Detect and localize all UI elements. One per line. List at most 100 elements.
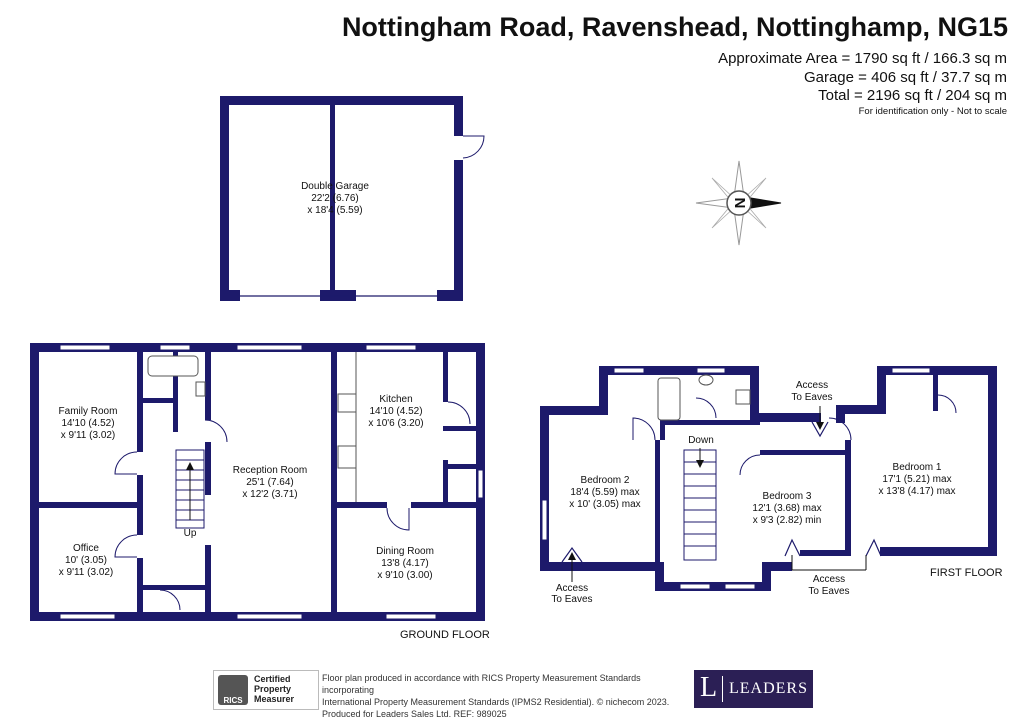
hob-icon: [337, 393, 357, 413]
bath-tub-icon: [147, 355, 199, 377]
eaves-top-line2: To Eaves: [791, 392, 832, 403]
ff-wall-bed1-east: [988, 366, 997, 556]
garage-door-jamb-right: [437, 290, 463, 301]
area-summary: Approximate Area = 1790 sq ft / 166.3 sq…: [718, 50, 1007, 106]
ff-wall-landing-post: [660, 425, 665, 440]
ff-wall-bed1-cupboard: [933, 375, 938, 411]
dining-room-dim2: x 9'10 (3.00): [377, 570, 432, 581]
ff-wall-bed2-step: [599, 366, 608, 415]
family-room-name: Family Room: [59, 406, 118, 417]
gf-wall-left: [30, 343, 39, 621]
footer-line-1: Floor plan produced in accordance with R…: [322, 673, 641, 695]
ff-wall-bath-east: [750, 366, 759, 424]
bedroom-1-dim1: 17'1 (5.21) max: [882, 474, 951, 485]
office-dim1: 10' (3.05): [65, 555, 107, 566]
ff-wall-bed2-west: [540, 406, 549, 571]
scale-disclaimer: For identification only - Not to scale: [858, 106, 1007, 117]
ground-floor-label: GROUND FLOOR: [400, 629, 490, 641]
garage-name: Double Garage: [301, 181, 369, 192]
footer-line-3: Produced for Leaders Sales Ltd. REF: 989…: [322, 709, 507, 719]
garage-pier: [330, 96, 335, 298]
leaders-logo-name: LEADERS: [729, 680, 808, 697]
bedroom-2-dim2: x 10' (3.05) max: [569, 499, 640, 510]
ff-wall-bed3-bottom-b: [800, 550, 845, 556]
reception-room-dim1: 25'1 (7.64): [246, 477, 294, 488]
garage-wall-right-lower: [454, 160, 463, 301]
kitchen-dim2: x 10'6 (3.20): [368, 418, 423, 429]
gf-wall-bath: [143, 398, 173, 403]
garage-plan: Double Garage 22'2 (6.76) x 18'4 (5.59): [220, 96, 485, 301]
bedroom-1-dim2: x 13'8 (4.17) max: [879, 486, 956, 497]
garage-wall-right-upper: [454, 96, 463, 136]
gf-wall-family-east: [137, 352, 143, 452]
gf-wall-reception-east: [331, 352, 337, 612]
gf-wall-reception-west-lower: [205, 545, 211, 612]
ff-wall-bed3-bottom-a: [762, 562, 792, 571]
garage-wall-left: [220, 96, 229, 301]
ff-wall-bed3-step: [762, 562, 771, 591]
rics-certification-text: Certified Property Measurer: [254, 674, 295, 704]
ff-staircase: [683, 448, 717, 561]
ff-wall-top-mid: [599, 366, 759, 375]
gf-wall-family-office: [39, 502, 137, 508]
bedroom-3-dim1: 12'1 (3.68) max: [752, 503, 821, 514]
gf-wall-hall-west: [137, 475, 143, 535]
office-name: Office: [73, 543, 99, 554]
gf-wall-utility: [443, 352, 448, 402]
gf-wall-kitchen-dining-b: [411, 502, 476, 508]
leaders-logo-divider: [722, 676, 723, 702]
garage-side-door-swing: [462, 135, 485, 159]
toilet-icon: [195, 381, 206, 397]
bedroom-2-name: Bedroom 2: [581, 475, 630, 486]
ff-bath-icon: [657, 377, 681, 421]
family-room-dim2: x 9'11 (3.02): [61, 430, 116, 441]
approximate-area: Approximate Area = 1790 sq ft / 166.3 sq…: [718, 50, 1007, 67]
garage-wall-top: [220, 96, 463, 105]
leaders-logo-initial: L: [700, 672, 718, 703]
total-area: Total = 2196 sq ft / 204 sq m: [818, 87, 1007, 104]
kitchen-name: Kitchen: [379, 394, 412, 405]
eaves-left-line1: Access: [556, 583, 588, 594]
sink-icon: [337, 445, 357, 469]
garage-area: Garage = 406 sq ft / 37.7 sq m: [803, 68, 1007, 86]
family-room-dim1: 14'10 (4.52): [61, 418, 114, 429]
ff-basin-icon: [698, 374, 714, 386]
ff-wall-bed3-east: [845, 440, 851, 556]
compass-rose-icon: N: [695, 160, 782, 246]
reception-room-name: Reception Room: [233, 465, 307, 476]
first-floor-plan: Down Bedroom 2 18'4 (5.59) max x 10' (3.…: [540, 366, 1003, 605]
gf-wall-kitchen-dining-a: [337, 502, 387, 508]
dining-room-name: Dining Room: [376, 546, 434, 557]
garage-door-jamb-left: [220, 290, 240, 301]
first-floor-label: FIRST FLOOR: [930, 567, 1003, 579]
reception-room-dim2: x 12'2 (3.71): [242, 489, 297, 500]
office-dim2: x 9'11 (3.02): [59, 567, 114, 578]
ff-wall-landing-drop: [655, 562, 664, 590]
bedroom-3-name: Bedroom 3: [763, 491, 812, 502]
ff-wall-bed2-top: [540, 406, 605, 415]
footer-notes: Floor plan produced in accordance with R…: [322, 672, 692, 720]
eaves-left-line2: To Eaves: [551, 594, 592, 605]
gf-stairs-up-label: Up: [184, 528, 197, 539]
rics-badge: RICS Certified Property Measurer: [213, 670, 319, 710]
footer-line-2: International Property Measurement Stand…: [322, 697, 670, 707]
dining-room-dim1: 13'8 (4.17): [381, 558, 429, 569]
gf-staircase: [175, 449, 211, 529]
rics-logo-icon: RICS: [218, 675, 248, 705]
kitchen-dim1: 14'10 (4.52): [369, 406, 422, 417]
ff-wall-landing-top: [660, 420, 760, 425]
garage-dim2: x 18'4 (5.59): [307, 205, 362, 216]
ff-wall-bed2-bottom: [540, 562, 655, 571]
ground-floor-plan: Up Family Room 14'10 (4.52) x 9'11 (3.02…: [30, 343, 490, 641]
ff-wall-bed1-step: [877, 366, 886, 414]
gf-wall-store: [443, 426, 476, 431]
bedroom-3-dim2: x 9'3 (2.82) min: [753, 515, 822, 526]
ff-wall-bed1-top-a: [836, 405, 884, 414]
gf-wall-lobby-top: [448, 464, 476, 469]
bedroom-2-dim1: 18'4 (5.59) max: [570, 487, 639, 498]
ff-toilet-icon: [735, 389, 751, 405]
gf-wall-porch: [143, 585, 205, 590]
gf-wall-office-east: [137, 558, 143, 612]
ff-wall-bed1-top-b: [877, 366, 997, 375]
